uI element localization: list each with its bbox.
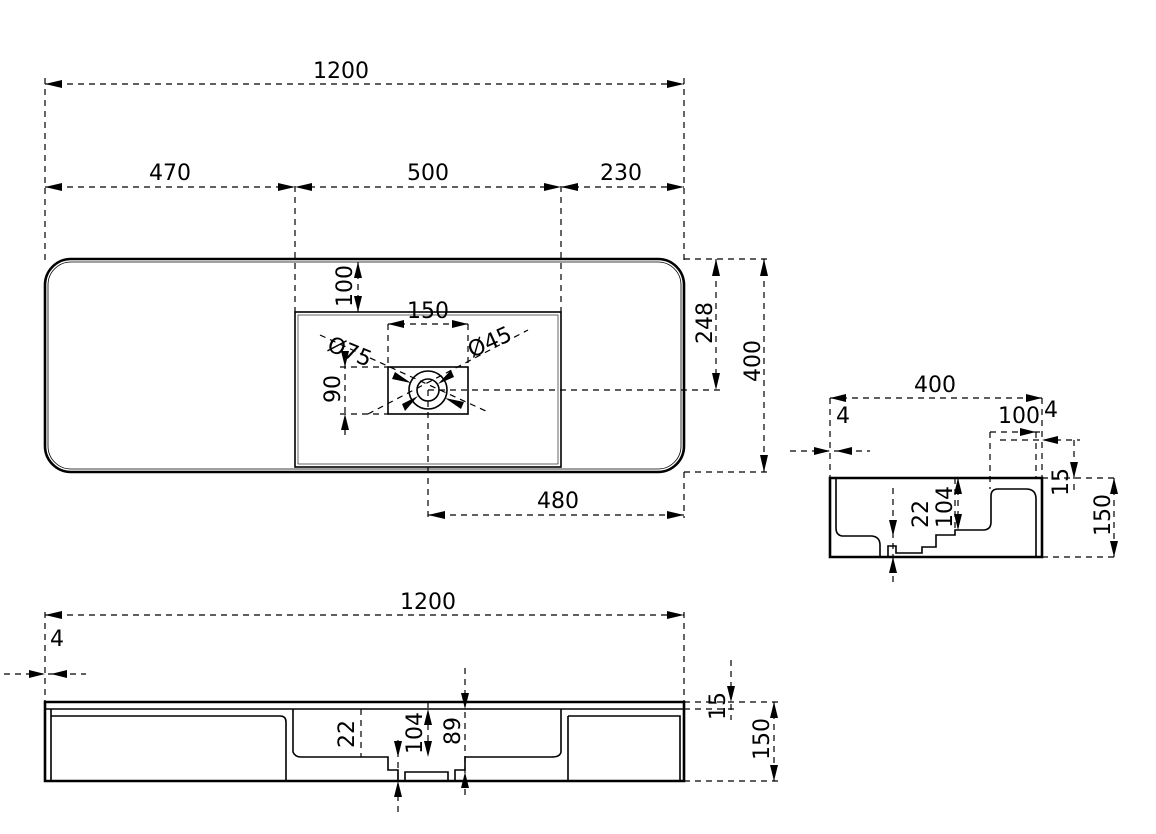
arrowhead bbox=[438, 370, 454, 384]
dim-label: Ø45 bbox=[464, 322, 516, 363]
front-profile-inner bbox=[45, 708, 684, 781]
arrowhead bbox=[445, 398, 464, 409]
arrowhead bbox=[1070, 462, 1078, 478]
arrowhead bbox=[712, 373, 720, 390]
arrowhead bbox=[402, 396, 418, 411]
dim-label: 150 bbox=[407, 299, 449, 324]
dim-label: Ø75 bbox=[324, 332, 375, 372]
arrowhead bbox=[712, 259, 720, 276]
arrowhead bbox=[760, 259, 768, 276]
bowl-inner-edge bbox=[297, 314, 559, 465]
arrowhead bbox=[667, 511, 684, 519]
arrowhead bbox=[461, 772, 469, 788]
arrowhead bbox=[388, 320, 404, 328]
dim-label: 100 bbox=[333, 265, 358, 307]
arrowhead bbox=[667, 183, 684, 191]
dim-label: 104 bbox=[403, 712, 428, 754]
arrowhead bbox=[424, 709, 432, 725]
arrowhead bbox=[954, 514, 962, 530]
arrowhead bbox=[51, 670, 67, 678]
dim-label: 400 bbox=[741, 340, 766, 382]
arrowhead bbox=[394, 741, 402, 757]
dim-label: 1200 bbox=[400, 590, 456, 615]
arrowhead bbox=[667, 611, 684, 619]
arrowhead bbox=[836, 447, 852, 455]
arrowhead bbox=[1110, 478, 1118, 494]
leader-line bbox=[367, 329, 529, 415]
arrowhead bbox=[954, 478, 962, 494]
basin-inner-edge bbox=[47, 261, 682, 470]
arrowhead bbox=[561, 183, 578, 191]
arrowhead bbox=[1110, 541, 1118, 557]
dim-label: 22 bbox=[335, 720, 360, 748]
arrowhead bbox=[667, 80, 684, 88]
arrowhead bbox=[727, 686, 735, 702]
dim-label: 100 bbox=[998, 404, 1040, 429]
dim-label: 500 bbox=[407, 161, 449, 186]
dim-label: 15 bbox=[1049, 468, 1074, 496]
arrowhead bbox=[341, 414, 349, 430]
dim-label: 230 bbox=[600, 161, 642, 186]
dim-label: 15 bbox=[706, 692, 731, 720]
arrowhead bbox=[392, 372, 411, 383]
dim-label: 480 bbox=[537, 489, 579, 514]
arrowhead bbox=[278, 183, 295, 191]
arrowhead bbox=[428, 511, 445, 519]
dim-label: 400 bbox=[914, 373, 956, 398]
arrowhead bbox=[452, 320, 468, 328]
arrowhead bbox=[45, 611, 62, 619]
arrowhead bbox=[770, 702, 778, 718]
top-view: 1200 470 500 230 100 150 Ø75 Ø45 bbox=[43, 59, 768, 519]
dim-label: 22 bbox=[909, 500, 934, 528]
front-profile-outline bbox=[43, 700, 686, 783]
dim-label: 4 bbox=[836, 404, 850, 429]
front-view: 1200 4 15 150 22 104 89 bbox=[4, 590, 778, 812]
arrowhead bbox=[29, 670, 45, 678]
arrowhead bbox=[814, 447, 830, 455]
arrowhead bbox=[544, 183, 561, 191]
arrowhead bbox=[889, 520, 897, 536]
dim-label: 248 bbox=[693, 302, 718, 344]
arrowhead bbox=[394, 781, 402, 797]
arrowhead bbox=[45, 183, 62, 191]
dim-label: 150 bbox=[750, 718, 775, 760]
dim-label: 1200 bbox=[313, 59, 369, 84]
side-view: 400 4 100 4 15 150 104 22 bbox=[790, 373, 1118, 585]
leader-line bbox=[319, 334, 489, 413]
dim-label: 90 bbox=[321, 375, 346, 403]
arrowhead bbox=[889, 557, 897, 573]
arrowhead bbox=[1042, 436, 1058, 444]
arrowhead bbox=[354, 262, 362, 278]
dim-label: 470 bbox=[149, 161, 191, 186]
dim-label: 104 bbox=[933, 486, 958, 528]
arrowhead bbox=[45, 80, 62, 88]
arrowhead bbox=[1020, 428, 1036, 436]
arrowhead bbox=[354, 296, 362, 312]
arrowhead bbox=[424, 741, 432, 757]
dim-label: 4 bbox=[1044, 398, 1058, 423]
arrowhead bbox=[760, 455, 768, 472]
drain-hole-outer bbox=[408, 370, 448, 410]
dim-label: 4 bbox=[50, 627, 64, 652]
arrowhead bbox=[341, 351, 349, 367]
arrowhead bbox=[1026, 394, 1042, 402]
basin-outline bbox=[43, 257, 686, 474]
arrowhead bbox=[770, 765, 778, 781]
side-profile-inner bbox=[835, 478, 1037, 557]
arrowhead bbox=[461, 693, 469, 709]
arrowhead bbox=[295, 183, 312, 191]
dim-label: 89 bbox=[441, 717, 466, 745]
arrowhead bbox=[830, 394, 846, 402]
dim-label: 150 bbox=[1091, 494, 1116, 536]
